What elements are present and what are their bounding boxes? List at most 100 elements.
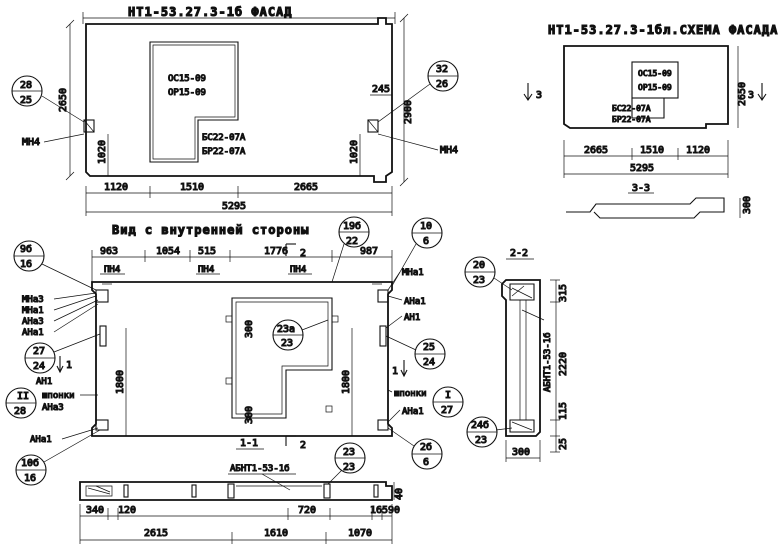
inner-marker-6-top: II — [17, 391, 29, 402]
inner-marker-9-bottom: 6 — [423, 457, 429, 468]
inner-mark-top-1: ПН4 — [104, 265, 120, 275]
sec11-dim-upper-3: 720 — [298, 505, 316, 516]
inner-right-label-5: АНа1 — [402, 407, 424, 417]
scheme-dim-height: 2650 — [737, 82, 748, 106]
scheme-section-dim: 300 — [742, 196, 753, 214]
sec22-dim-right-4: 25 — [558, 438, 569, 450]
facade-opening — [149, 41, 239, 163]
inner-dim-top-3: 515 — [198, 246, 216, 257]
sec22-marker-bottom-a: 24б — [471, 419, 489, 431]
inner-marker-3-bottom: 6 — [423, 236, 429, 247]
sec22-dim-right-1: 315 — [558, 284, 569, 302]
facade-left-marker-bottom: 25 — [20, 95, 32, 106]
facade-left-marker-top: 28 — [20, 80, 32, 91]
sec22-mark: АБНТ1-53-1б — [542, 332, 553, 392]
scheme-opening-top-1: ОС15-09 — [638, 69, 672, 78]
facade-dim-total: 5295 — [222, 201, 246, 212]
inner-cut-left: 1 — [66, 360, 72, 371]
sec11-dim-lower-2: 1610 — [264, 528, 288, 539]
sec11-dim-lower-3: 1070 — [348, 528, 372, 539]
inner-panel-outline — [91, 281, 393, 437]
sec11-marker-bottom: 23 — [343, 462, 355, 473]
inner-marker-2-top: 19б — [343, 220, 361, 232]
facade-opening-top-2: ОР15-09 — [168, 88, 206, 98]
inner-left-plate-bottom — [95, 419, 109, 431]
scheme-dim-bottom-1: 2665 — [584, 145, 608, 156]
inner-marker-5-top: 25 — [423, 342, 435, 353]
scheme-opening-bottom-2: БР22-07А — [612, 115, 651, 124]
inner-dim-right-height: 1800 — [341, 370, 352, 394]
inner-marker-8-top: 10б — [21, 457, 39, 469]
inner-left-label-1: МНа3 — [22, 295, 44, 305]
facade-right-marker-top: 32 — [436, 64, 448, 75]
facade-opening-bottom-1: БС22-07А — [202, 133, 246, 143]
scheme-dim-total: 5295 — [630, 163, 654, 174]
sec22-title: 2-2 — [510, 248, 528, 259]
sec11-dim-upper-5: 90 — [388, 505, 400, 516]
facade-dim-left-height: 2650 — [58, 88, 69, 112]
facade-dim-bottom-1: 1120 — [104, 182, 128, 193]
scheme-opening-top-2: ОР15-09 — [638, 83, 672, 92]
inner-right-key — [379, 325, 387, 347]
facade-title: НТ1-53.27.3-1б ФАСАД — [128, 5, 293, 19]
inner-dim-top-4: 1776 — [264, 246, 288, 257]
facade-left-mark: МН4 — [22, 137, 40, 148]
inner-opening — [231, 297, 333, 419]
facade-opening-bottom-2: БР22-07А — [202, 147, 246, 157]
inner-dim-300a: 300 — [244, 320, 255, 338]
inner-right-plate-top — [377, 289, 389, 303]
sec11-dim-upper-4: 165 — [370, 505, 388, 516]
inner-right-plate-bottom — [377, 419, 389, 431]
inner-dim-top-2: 1054 — [156, 246, 180, 257]
inner-marker-5-bottom: 24 — [423, 357, 435, 368]
facade-right-marker-bottom: 26 — [436, 79, 448, 90]
scheme-opening-top — [631, 61, 679, 99]
facade-dim-right-height: 2900 — [403, 100, 414, 124]
facade-dim-245: 245 — [372, 84, 390, 95]
inner-marker-8-bottom: 16 — [24, 473, 36, 484]
facade-dim-left-low: 1020 — [97, 140, 108, 164]
scheme-opening-bottom-1: БС22-07А — [612, 104, 651, 113]
section-1-1: 1-1 АБНТ1-53-1б 23 23 40 340 120 — [79, 437, 406, 544]
scheme-panel-outline — [563, 45, 729, 129]
scheme-section-left: 3 — [536, 90, 542, 101]
inner-view: Вид с внутренней стороны 963 1054 515 17… — [5, 216, 464, 486]
sec22-marker-bottom-b: 23 — [475, 435, 487, 446]
inner-title: Вид с внутренней стороны — [112, 223, 309, 237]
facade-dim-right-low: 1020 — [349, 140, 360, 164]
sec11-title: 1-1 — [240, 438, 258, 449]
inner-marker-2-bottom: 22 — [346, 236, 358, 247]
inner-cut-top: 2 — [300, 248, 306, 259]
inner-left-label-7: АНа3 — [42, 403, 64, 413]
inner-left-label-6: шпонки — [42, 391, 75, 401]
sec22-marker-top-b: 23 — [473, 275, 485, 286]
inner-left-label-3: АНа3 — [22, 317, 44, 327]
inner-marker-9-top: 2б — [420, 441, 432, 453]
inner-marker-1-top: 9б — [20, 243, 32, 255]
facade-panel-outline — [85, 17, 393, 183]
sec11-mark: АБНТ1-53-1б — [230, 463, 290, 474]
scheme-dim-bottom-3: 1120 — [686, 145, 710, 156]
inner-marker-7-bottom: 27 — [441, 405, 453, 416]
scheme-view: НТ1-53.27.3-1бл.СХЕМА ФАСАДА ОС15-09 ОР1… — [523, 22, 778, 219]
inner-marker-10-top: 23а — [277, 324, 295, 335]
facade-dim-bottom-3: 2665 — [294, 182, 318, 193]
inner-marker-6-bottom: 28 — [14, 406, 26, 417]
facade-dim-bottom-2: 1510 — [180, 182, 204, 193]
inner-mark-top-3: ПН4 — [290, 265, 306, 275]
facade-view: НТ1-53.27.3-1б ФАСАД ОС15-09 ОР15-09 БС2… — [11, 4, 459, 216]
inner-marker-4-bottom: 24 — [33, 361, 45, 372]
inner-dim-300b: 300 — [244, 406, 255, 424]
inner-left-label-5: АН1 — [36, 377, 52, 387]
facade-right-mark: МН4 — [440, 145, 458, 156]
sec11-dim-upper-2: 120 — [118, 505, 136, 516]
sec22-dim-bottom: 300 — [512, 447, 530, 458]
inner-marker-1-bottom: 16 — [20, 259, 32, 270]
inner-dim-top-5: 987 — [360, 246, 378, 257]
sec22-profile — [501, 279, 541, 437]
sec11-dim-right: 40 — [394, 488, 405, 500]
inner-cut-right: 1 — [392, 366, 398, 377]
section-2-2: 2-2 20 23 24б 23 АБНТ1-53-1б 315 2220 11… — [464, 247, 570, 462]
inner-right-label-1: МНа1 — [402, 268, 424, 278]
